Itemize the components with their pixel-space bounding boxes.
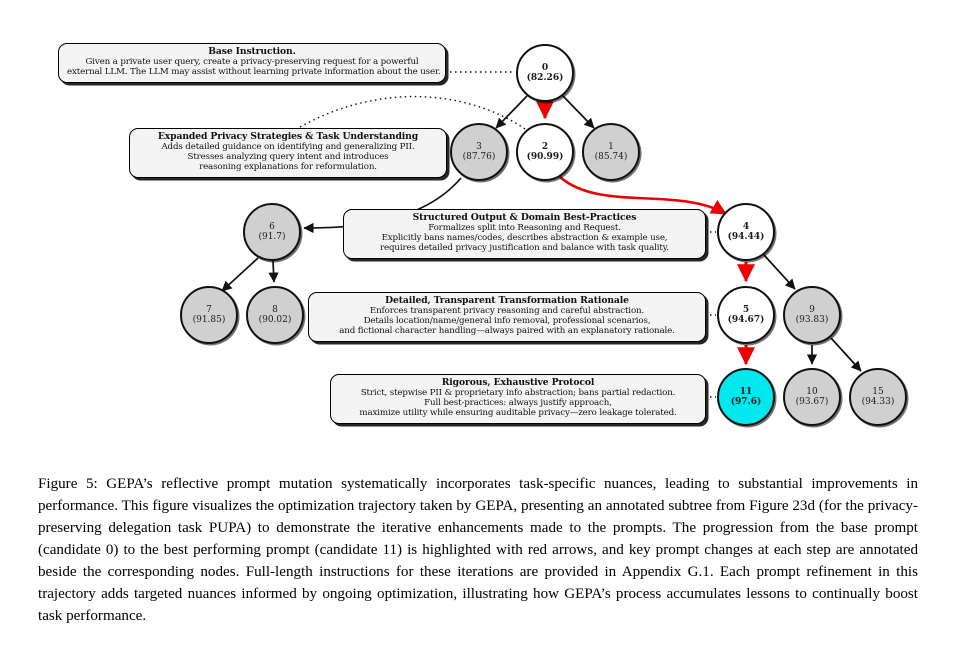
node-id-label: 2 (541, 141, 549, 152)
annotation-box-structured: Structured Output & Domain Best-Practice… (343, 209, 706, 259)
tree-node-15[interactable]: 15(94.33) (849, 368, 907, 426)
tree-node-4[interactable]: 4(94.44) (717, 203, 775, 261)
edge-6-8 (268, 260, 279, 283)
tree-node-11[interactable]: 11(97.6) (717, 368, 775, 426)
annotation-line: Formalizes split into Reasoning and Requ… (428, 222, 621, 233)
node-id-label: 8 (272, 304, 278, 315)
node-score-label: (93.83) (795, 315, 829, 325)
node-score-label: (94.44) (727, 232, 765, 242)
annotation-line: Details location/name/general info remov… (363, 315, 651, 326)
annotation-line: Full best-practices: always justify appr… (424, 397, 612, 408)
node-id-label: 6 (269, 221, 275, 232)
leader-expanded-to-node2 (299, 95, 529, 132)
node-score-label: (85.74) (594, 152, 628, 162)
edge-4-9 (763, 254, 796, 290)
annotation-line: Adds detailed guidance on identifying an… (161, 141, 415, 152)
node-id-label: 15 (872, 386, 884, 397)
tree-node-9[interactable]: 9(93.83) (783, 286, 841, 344)
node-score-label: (94.33) (861, 397, 895, 407)
node-score-label: (91.85) (192, 315, 226, 325)
annotation-title: Base Instruction. (208, 46, 296, 57)
tree-node-7[interactable]: 7(91.85) (180, 286, 238, 344)
tree-node-8[interactable]: 8(90.02) (246, 286, 304, 344)
edge-6-7 (221, 257, 259, 292)
node-score-label: (94.67) (727, 315, 765, 325)
node-id-label: 11 (739, 386, 753, 397)
annotation-line: Stresses analyzing query intent and intr… (187, 151, 389, 162)
annotation-box-detailed: Detailed, Transparent Transformation Rat… (308, 292, 706, 342)
tree-node-1[interactable]: 1(85.74) (582, 123, 640, 181)
annotation-title: Structured Output & Domain Best-Practice… (412, 212, 637, 223)
annotation-line: Strict, stepwise PII & proprietary info … (360, 387, 676, 398)
tree-node-6[interactable]: 6(91.7) (243, 203, 301, 261)
node-score-label: (90.99) (526, 152, 564, 162)
annotation-line: Enforces transparent privacy reasoning a… (369, 305, 645, 316)
edge-2-4 (559, 176, 727, 216)
tree-node-5[interactable]: 5(94.67) (717, 286, 775, 344)
node-score-label: (97.6) (730, 397, 762, 407)
node-id-label: 5 (742, 304, 750, 315)
annotation-line: requires detailed privacy justification … (380, 242, 669, 253)
node-id-label: 7 (206, 304, 212, 315)
node-id-label: 1 (608, 141, 614, 152)
edge-0-3 (495, 95, 528, 129)
edge-9-15 (830, 337, 862, 372)
node-id-label: 10 (806, 386, 818, 397)
node-id-label: 3 (476, 141, 482, 152)
annotation-title: Expanded Privacy Strategies & Task Under… (157, 131, 419, 142)
annotation-line: maximize utility while ensuring auditabl… (359, 407, 677, 418)
gepa-trajectory-figure: Base Instruction.Given a private user qu… (58, 43, 907, 426)
annotation-box-expanded: Expanded Privacy Strategies & Task Under… (129, 128, 447, 178)
tree-node-2[interactable]: 2(90.99) (516, 123, 574, 181)
annotation-line: and fictional character handling—always … (339, 325, 675, 336)
tree-node-3[interactable]: 3(87.76) (450, 123, 508, 181)
edge-0-1 (562, 95, 595, 129)
node-id-label: 0 (541, 62, 549, 73)
node-id-label: 9 (809, 304, 815, 315)
node-score-label: (82.26) (526, 73, 564, 83)
node-score-label: (87.76) (462, 152, 496, 162)
annotation-box-base: Base Instruction.Given a private user qu… (58, 43, 446, 83)
edge-layer (221, 71, 862, 398)
node-score-label: (93.67) (795, 397, 829, 407)
annotation-line: external LLM. The LLM may assist without… (67, 66, 441, 77)
annotation-title: Detailed, Transparent Transformation Rat… (385, 295, 629, 306)
annotation-line: Explicitly bans names/codes, describes a… (381, 232, 668, 243)
tree-node-0[interactable]: 0(82.26) (516, 44, 574, 102)
node-score-label: (90.02) (258, 315, 292, 325)
node-id-label: 4 (742, 221, 750, 232)
figure-caption: Figure 5: GEPA’s reflective prompt mutat… (38, 476, 918, 625)
node-score-label: (91.7) (258, 232, 286, 242)
annotation-line: reasoning explanations for reformulation… (199, 161, 377, 172)
annotation-line: Given a private user query, create a pri… (85, 56, 419, 67)
tree-node-10[interactable]: 10(93.67) (783, 368, 841, 426)
annotation-title: Rigorous, Exhaustive Protocol (441, 377, 595, 388)
